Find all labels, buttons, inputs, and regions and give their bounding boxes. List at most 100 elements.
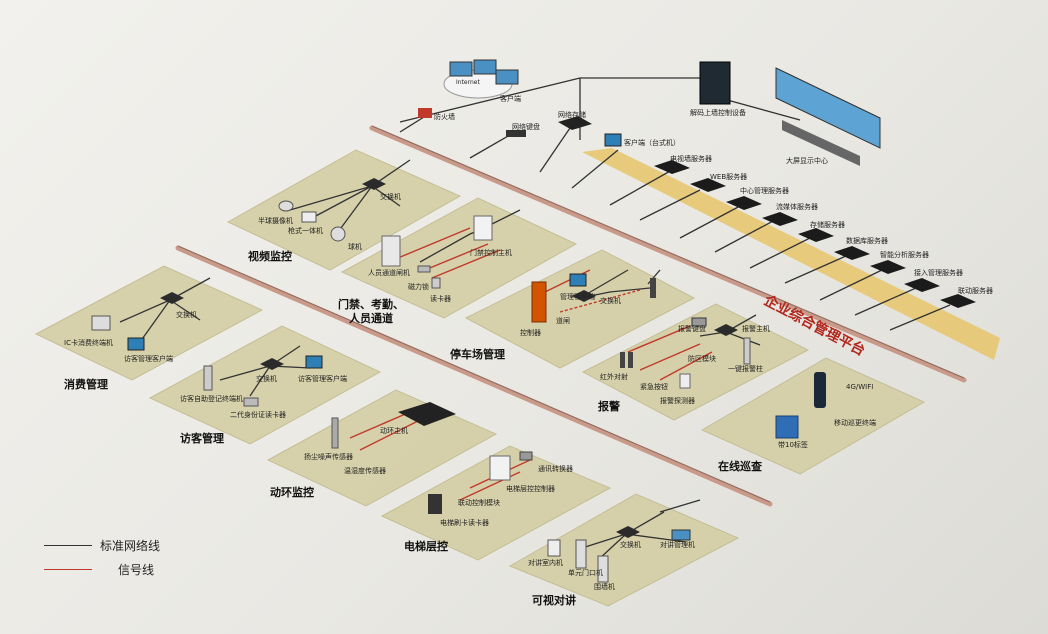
label-el-ctrl: 电梯层控控制器 [506, 485, 555, 493]
label-intercom-unit: 单元门口机 [568, 569, 603, 577]
label-wifi: 4G/WIFI [846, 383, 874, 391]
label-ir: 红外对射 [600, 373, 628, 381]
equipment-icons [91, 59, 976, 583]
label-decoder: 解码上墙控制设备 [690, 109, 746, 117]
label-parking-switch: 交换机 [600, 297, 621, 305]
zone-title-env: 动环监控 [270, 486, 314, 499]
nfc-tag-icon [775, 415, 799, 439]
label-half-dome: 半球摄像机 [258, 217, 293, 225]
label-db-server: 数据库服务器 [846, 237, 888, 245]
keyboard-icon [506, 130, 526, 137]
maglock-icon [417, 265, 431, 273]
legend-network-line [44, 545, 92, 546]
label-visitor-client: 访客管理客户端 [298, 375, 347, 383]
label-alarm-server: 联动服务器 [958, 287, 993, 295]
label-internet: Internet [456, 79, 480, 86]
label-barrier: 控制器 [520, 329, 541, 337]
zone-title-patrol: 在线巡查 [718, 460, 762, 473]
label-alarm-keyboard: 报警键盘 [678, 325, 706, 333]
label-intercom-manager: 对讲管理机 [660, 541, 695, 549]
label-tv-server: 电视墙服务器 [670, 155, 712, 163]
legend-signal-line [44, 569, 92, 570]
alarm-keyboard-icon [691, 317, 707, 327]
server-icon [904, 278, 940, 292]
wall-unit-icon [597, 555, 609, 583]
server-icon [762, 212, 798, 226]
zone-title-intercom: 可视对讲 [532, 594, 576, 607]
parking-client-icon [569, 273, 587, 287]
label-bigscreen: 大屏显示中心 [786, 157, 828, 165]
label-maglock: 磁力锁 [408, 283, 429, 291]
server-icon [690, 178, 726, 192]
gun-camera-icon [301, 211, 317, 223]
zone-consume-area [34, 265, 264, 381]
video-wall-icon [775, 67, 881, 149]
elevator-reader-icon [428, 494, 442, 514]
storage-icon [558, 116, 592, 130]
desktop-icon [604, 133, 622, 147]
switch-icon [616, 526, 640, 538]
label-intercom-switch: 交换机 [620, 541, 641, 549]
switch-icon [714, 324, 738, 336]
half-dome-camera-icon [278, 200, 294, 212]
env-host-icon [398, 402, 456, 426]
visitor-kiosk-icon [203, 365, 213, 391]
zone-intercom-area [508, 493, 740, 607]
label-one-key: 一键报警柱 [728, 365, 763, 373]
indoor-unit-icon [547, 539, 561, 557]
firewall-icon [418, 108, 432, 118]
server-icon [940, 294, 976, 308]
zone-title-visitor: 访客管理 [180, 432, 224, 445]
legend-network-label: 标准网络线 [100, 539, 161, 553]
backbone-lower [175, 245, 773, 507]
converter-icon [519, 451, 533, 461]
mobile-terminal-icon [814, 372, 826, 408]
zone-title-access: 门禁、考勤、 人员通道 [338, 298, 404, 325]
decoder-rack-icon [699, 61, 731, 105]
label-emergency: 紧急按钮 [640, 383, 668, 391]
platform-banner-shape [582, 148, 1000, 360]
label-nfc: 带10标签 [778, 441, 808, 449]
laptop-icon [449, 61, 473, 77]
zone-title-video: 视频监控 [248, 250, 292, 263]
door-unit-icon [575, 539, 587, 569]
detector-icon [679, 373, 691, 389]
zone-alarm-area [581, 303, 810, 421]
label-card-reader: 读卡器 [430, 295, 451, 303]
zone-title-consume: 消费管理 [64, 378, 108, 391]
backbone-upper [369, 125, 967, 383]
card-reader-icon [431, 277, 441, 289]
label-stream-server: 流媒体服务器 [776, 203, 818, 211]
server-icon [834, 246, 870, 260]
dome-camera-icon [330, 226, 346, 242]
laptop-icon [495, 69, 519, 85]
label-access-host: 门禁控制主机 [470, 249, 512, 257]
zone-patrol-area [700, 357, 926, 475]
switch-icon [362, 178, 386, 190]
label-client-desktop: 客户端（台式机） [624, 139, 680, 147]
switch-icon [572, 290, 596, 302]
label-el-module: 联动控制模块 [458, 499, 500, 507]
server-icon [726, 196, 762, 210]
gate-icon [381, 235, 401, 267]
id-reader-icon [243, 397, 259, 407]
label-alarm-host: 报警主机 [742, 325, 770, 333]
label-visitor-switch: 交换机 [256, 375, 277, 383]
switch-icon [260, 358, 284, 370]
server-icon [798, 228, 834, 242]
server-icon [654, 160, 690, 174]
label-gate: 人员通道闸机 [368, 269, 410, 277]
label-analysis-server: 智能分析服务器 [880, 251, 929, 259]
zone-elevator-area [380, 445, 612, 561]
label-intercom-indoor: 对讲室内机 [528, 559, 563, 567]
zone-title-elevator: 电梯层控 [404, 540, 448, 553]
zone-video-area [226, 149, 462, 271]
label-detector: 报警探测器 [660, 397, 695, 405]
label-intercom-wall: 围墙机 [594, 583, 615, 591]
label-temp: 温湿度传感器 [344, 467, 386, 475]
elevator-controller-icon [489, 455, 511, 481]
label-firewall: 防火墙 [434, 113, 455, 121]
label-dome: 球机 [348, 243, 362, 251]
label-mobile: 移动巡更终端 [834, 419, 876, 427]
label-center-server: 中心管理服务器 [740, 187, 789, 195]
